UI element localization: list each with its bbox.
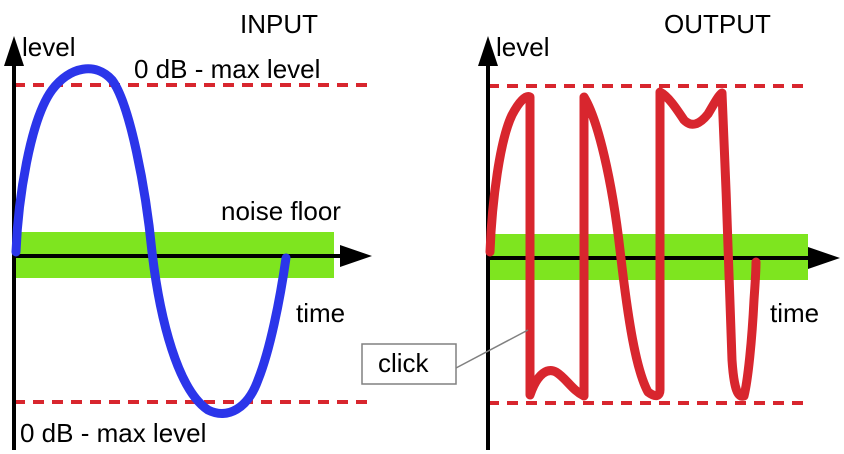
input-sine-wave: [11, 64, 291, 418]
output-x-axis-arrow: [808, 247, 840, 269]
output-y-axis-arrow: [478, 36, 498, 66]
input-title: INPUT: [240, 9, 318, 39]
input-y-axis-label: level: [22, 32, 75, 62]
output-y-axis-label: level: [496, 32, 549, 62]
input-y-axis-arrow: [4, 36, 24, 66]
output-x-axis-label: time: [770, 298, 819, 328]
input-top-limit-label: 0 dB - max level: [134, 54, 320, 84]
output-panel: OUTPUT level time click: [361, 9, 840, 450]
input-bottom-limit-label: 0 dB - max level: [20, 418, 206, 448]
input-x-axis-arrow: [340, 245, 372, 267]
click-callout-label: click: [378, 348, 430, 378]
input-x-axis-label: time: [296, 298, 345, 328]
input-panel: INPUT level 0 dB - max level noise floor…: [4, 9, 372, 450]
output-clipped-wave: [485, 87, 761, 401]
click-callout-pointer: [455, 329, 529, 369]
output-title: OUTPUT: [664, 9, 771, 39]
click-callout-box: [361, 343, 457, 385]
input-noise-floor-label: noise floor: [221, 196, 341, 226]
